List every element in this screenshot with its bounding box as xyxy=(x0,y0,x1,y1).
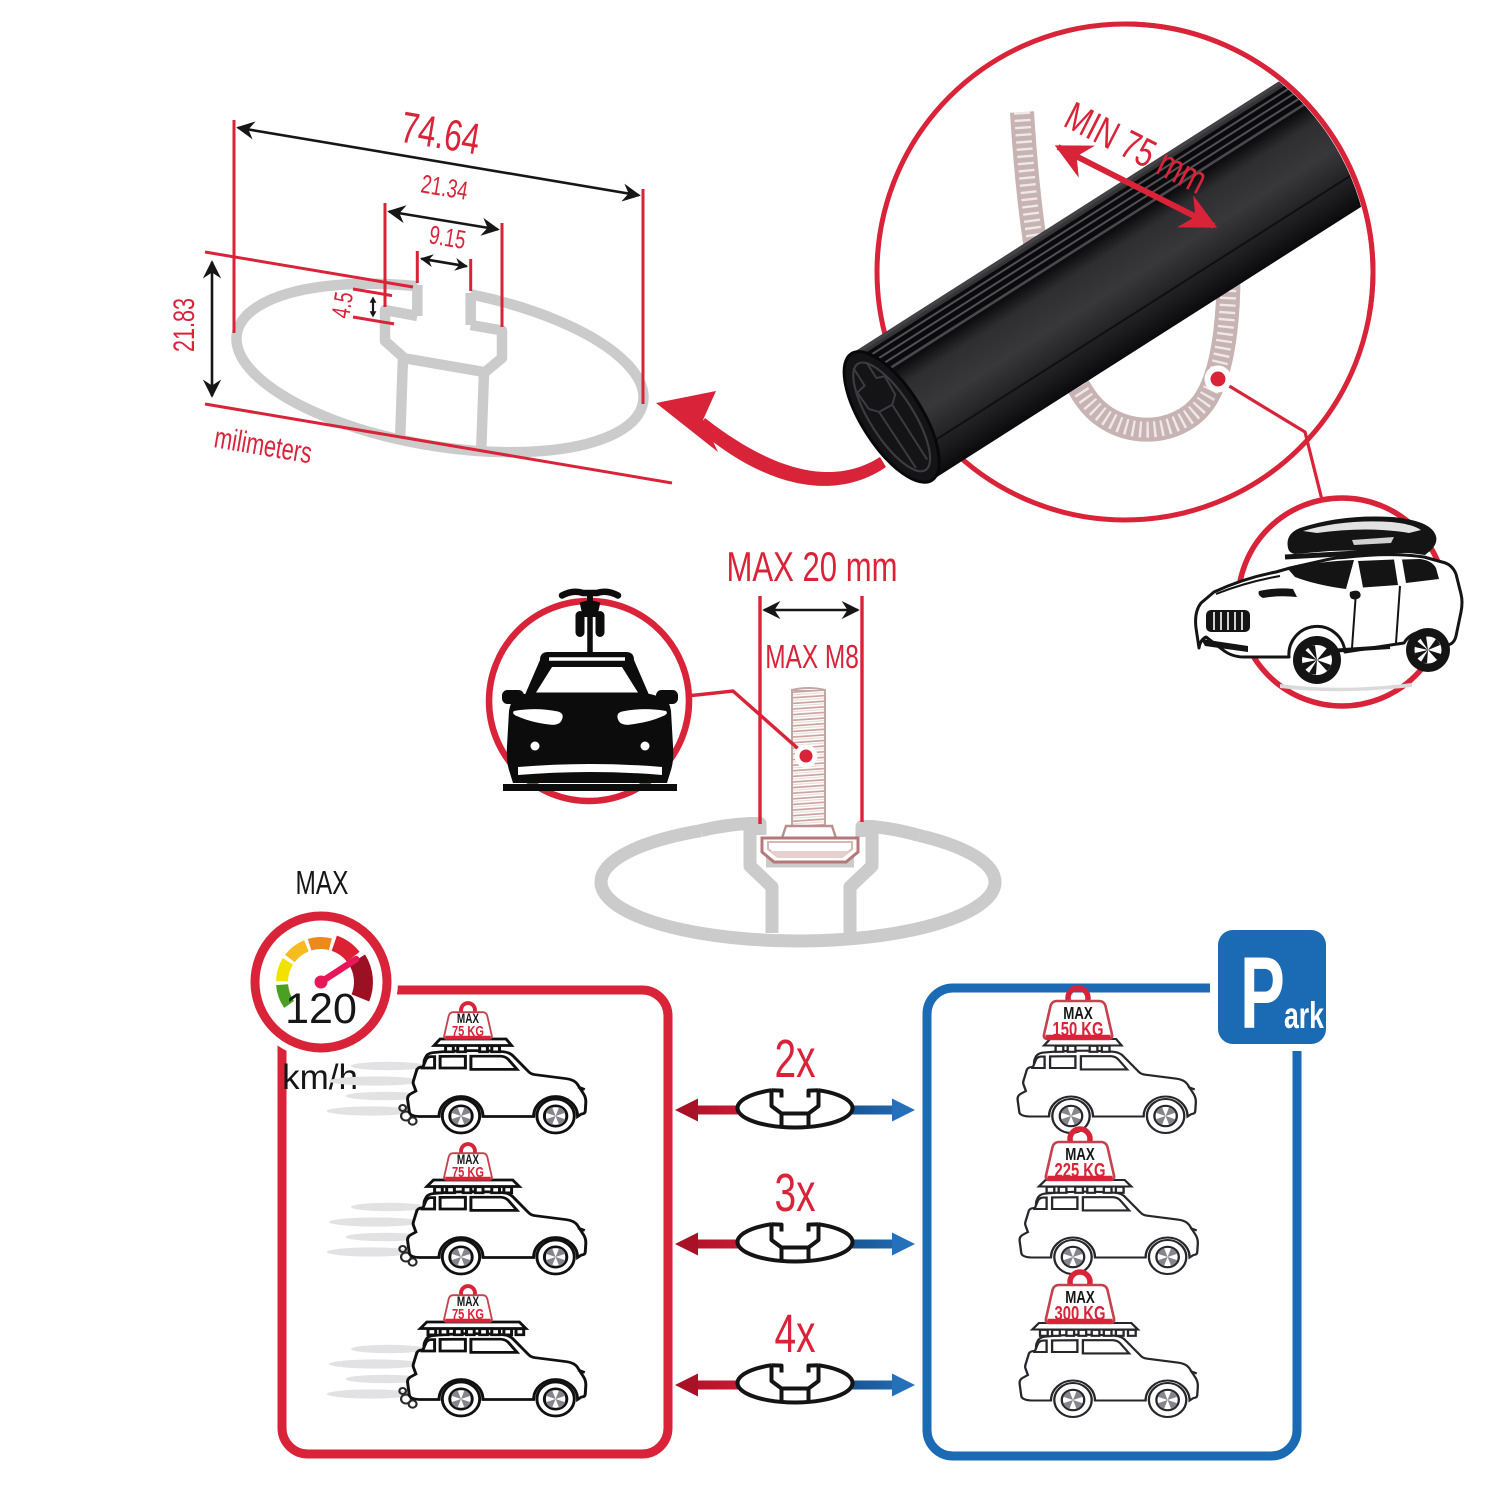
crossbar-profile-outline xyxy=(231,278,649,458)
blue-arrow-head-icon xyxy=(892,1373,915,1397)
max-m8-label: MAX M8 xyxy=(765,640,859,676)
wheel-icon xyxy=(535,1097,576,1135)
pweight-load-3: 300 KG xyxy=(1055,1302,1106,1325)
pweight-max-3: MAX xyxy=(1065,1288,1095,1307)
blue-arrow-head-icon xyxy=(892,1232,915,1256)
pweight-max-2: MAX xyxy=(1065,1145,1095,1164)
units-label: milimeters xyxy=(212,420,315,470)
wheel-icon xyxy=(535,1238,576,1276)
swoosh-arrow xyxy=(656,391,886,486)
bolt-dot xyxy=(799,749,813,763)
car-bike-callout xyxy=(485,588,693,805)
measure-dot xyxy=(1210,371,1226,387)
park-sign: P ark xyxy=(1210,923,1334,1051)
wheel-icon xyxy=(1147,1238,1188,1276)
pweight-load-1: 150 KG xyxy=(1053,1018,1104,1041)
speed-limit-badge: MAX 120 km/h xyxy=(244,866,398,1097)
driving-car-2: MAX 75 KG xyxy=(325,1142,588,1276)
blue-arrow-head-icon xyxy=(892,1098,915,1122)
wheel-icon xyxy=(535,1380,576,1418)
weight-max-3: MAX xyxy=(457,1293,479,1309)
park-sign-ark: ark xyxy=(1284,995,1324,1036)
weight-load-2: 75 KG xyxy=(452,1163,484,1180)
dim-4-5-label: 4.5 xyxy=(325,290,359,321)
max-20-label: MAX 20 mm xyxy=(727,543,898,590)
dim-21-83: 21.83 xyxy=(166,250,673,485)
weight-load-3: 75 KG xyxy=(452,1305,484,1322)
max-20-dimension: MAX 20 mm MAX M8 xyxy=(727,543,898,824)
multiplier-2x: 2x xyxy=(774,1028,815,1089)
wheel-icon xyxy=(1053,1381,1093,1419)
pweight-load-2: 225 KG xyxy=(1055,1159,1106,1182)
parked-car-2: MAX 225 KG xyxy=(1018,1129,1200,1276)
multiplier-rows: 2x 3x 4x xyxy=(675,1028,915,1405)
red-arrow-head-icon xyxy=(675,1098,698,1122)
parked-car-1: MAX 150 KG xyxy=(1016,988,1198,1135)
red-arrow-head-icon xyxy=(675,1232,698,1256)
crossbar-profile-slot xyxy=(379,285,508,456)
car-front-icon xyxy=(502,652,678,791)
crossbar-profile-icon xyxy=(735,1088,855,1130)
wheel-icon xyxy=(1145,1097,1186,1135)
red-arrow-head-icon xyxy=(675,1373,698,1397)
dim-21-83-label: 21.83 xyxy=(166,298,200,352)
cross-section-diagram: 74.64 21.34 9.15 4.5 xyxy=(166,103,673,485)
wheel-icon xyxy=(440,1238,482,1276)
driving-car-3: MAX 75 KG xyxy=(325,1284,588,1418)
wheel-icon xyxy=(1147,1381,1188,1419)
multiplier-3x: 3x xyxy=(774,1162,815,1223)
wheel-icon xyxy=(440,1380,482,1418)
bolt-callout-line xyxy=(686,689,805,755)
bolt-detail: MAX 20 mm MAX M8 xyxy=(594,543,1002,948)
gauge-arc xyxy=(276,935,373,1008)
suv-wheels xyxy=(1293,628,1450,684)
weight-max-1: MAX xyxy=(457,1010,479,1026)
driving-car-1: MAX 75 KG xyxy=(325,1001,588,1135)
parked-car-3: MAX 300 KG xyxy=(1018,1272,1200,1419)
roof-box xyxy=(1284,516,1437,560)
wheel-icon xyxy=(440,1097,482,1135)
park-sign-board xyxy=(1218,930,1326,1044)
crossbar-profile-icon xyxy=(735,1222,855,1264)
gauge-needle xyxy=(317,955,360,986)
speed-max-label: MAX xyxy=(296,866,349,902)
suv-illustration xyxy=(1194,516,1464,692)
dim-21-34: 21.34 xyxy=(383,168,504,327)
crossbar-profile-icon xyxy=(735,1363,855,1405)
dim-9-15: 9.15 xyxy=(415,219,473,291)
suv-roofbox-callout xyxy=(1194,495,1464,709)
dim-74-64: 74.64 xyxy=(232,103,645,404)
pweight-max-1: MAX xyxy=(1063,1004,1093,1023)
park-sign-p: P xyxy=(1240,937,1285,1050)
weight-load-1: 75 KG xyxy=(452,1022,484,1039)
t-bolt xyxy=(760,687,860,864)
bike-icon xyxy=(558,588,622,656)
callout-connector xyxy=(1220,379,1324,501)
bar-detail-callout: MIN 75 mm xyxy=(842,21,1376,523)
wheel-icon xyxy=(1053,1238,1093,1276)
weight-max-2: MAX xyxy=(457,1151,479,1167)
speed-value: 120 xyxy=(285,985,357,1033)
dim-4-5: 4.5 xyxy=(325,287,395,326)
dim-21-34-label: 21.34 xyxy=(419,168,470,205)
gauge-pivot xyxy=(314,975,328,989)
dim-9-15-label: 9.15 xyxy=(427,219,468,254)
multiplier-4x: 4x xyxy=(774,1303,815,1364)
